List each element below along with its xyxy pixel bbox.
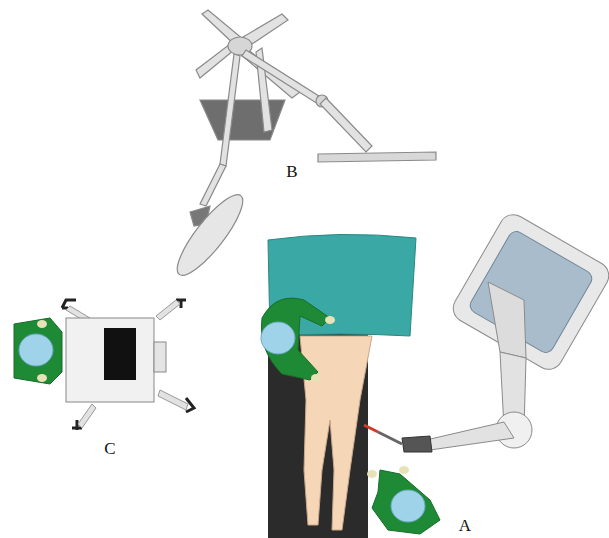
assistant-surgeon [261,298,335,382]
arm-segment [488,282,526,358]
surgeon-hand [367,470,377,478]
operator-hand [37,374,47,382]
arm-segment [426,422,514,450]
console-body [66,318,154,402]
instrument-shaft [378,432,402,444]
operator-hand [37,320,47,328]
instrument-head [402,436,432,452]
surgeon-head [261,322,295,354]
monitor-screen [467,229,594,356]
console [14,300,194,430]
surgeon-body [261,298,330,380]
operator-body [14,318,62,384]
console-leg [156,300,180,320]
surgeon-body [372,470,440,534]
stand-arm [200,164,226,206]
callout-letter: A [459,517,471,534]
surgeon-head [391,490,425,522]
operator-head [19,334,53,366]
console-leg [78,404,96,428]
stand-arm [242,50,322,104]
light-bar [318,152,436,162]
incision [364,425,378,432]
console-screen [104,328,136,380]
stand-arm [320,98,372,152]
surgeon-hand [311,374,321,382]
surgeon-hand [399,466,409,474]
console-handle [154,342,166,372]
surgeon-hand [325,316,335,324]
robot-arm [378,210,609,452]
callout-letter: B [286,163,297,180]
lamp-paddle [168,187,252,283]
operating-surgeon [367,466,440,534]
callout-letter: C [104,440,115,457]
stand-base-shadow [200,100,285,140]
stand-arm [220,54,240,166]
monitor-frame [448,210,609,375]
console-leg [158,390,188,410]
